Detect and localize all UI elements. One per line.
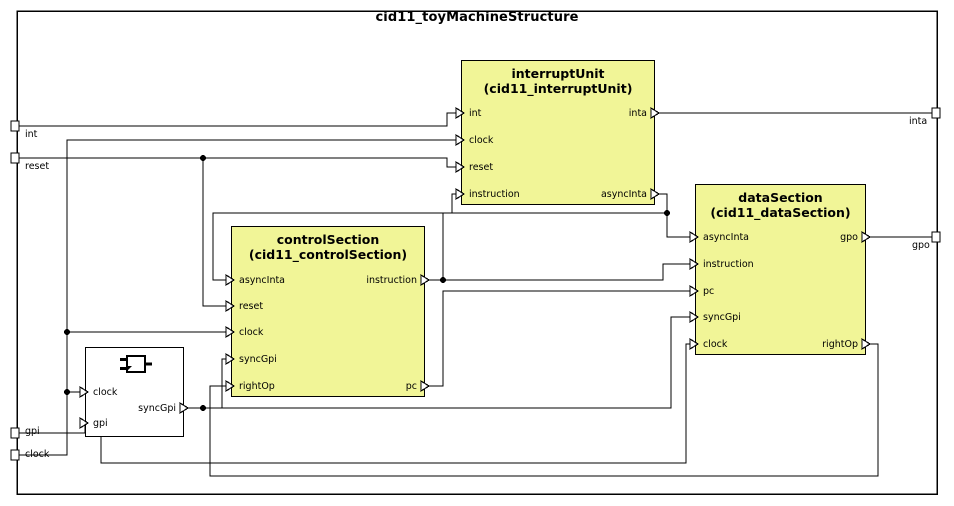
block-data-section[interactable]: dataSection (cid11_dataSection) asyncInt… — [695, 184, 866, 355]
block-control-section-title: controlSection (cid11_controlSection) — [232, 227, 424, 262]
control-section-out-pc: pc — [405, 381, 417, 392]
interrupt-unit-title-line1: interruptUnit — [511, 66, 605, 81]
data-section-in-asyncinta: asyncInta — [703, 232, 750, 243]
data-section-in-clock: clock — [703, 339, 728, 350]
frame-port-inta: inta — [909, 116, 928, 127]
frame-port-gpo: gpo — [912, 240, 930, 251]
control-section-in-clock: clock — [239, 327, 264, 338]
data-section-in-instruction: instruction — [703, 259, 754, 270]
data-section-in-syncgpi: syncGpi — [703, 312, 741, 323]
control-section-title-line2: (cid11_controlSection) — [248, 247, 408, 262]
control-section-in-asyncinta: asyncInta — [239, 275, 286, 286]
block-syncgpi-register[interactable]: clock gpi syncGpi — [85, 347, 184, 437]
syncgpi-register-in-gpi: gpi — [93, 418, 108, 429]
interrupt-unit-in-clock: clock — [469, 135, 494, 146]
block-data-section-title: dataSection (cid11_dataSection) — [696, 185, 865, 220]
syncgpi-register-in-clock: clock — [93, 387, 118, 398]
frame-port-reset: reset — [25, 161, 50, 172]
interrupt-unit-in-int: int — [469, 108, 482, 119]
control-section-in-reset: reset — [239, 301, 264, 312]
interrupt-unit-out-asyncinta: asyncInta — [600, 189, 647, 200]
frame-port-gpi: gpi — [25, 426, 40, 437]
interrupt-unit-in-reset: reset — [469, 162, 494, 173]
block-control-section[interactable]: controlSection (cid11_controlSection) as… — [231, 226, 425, 397]
frame-port-int: int — [25, 129, 38, 140]
data-section-in-pc: pc — [703, 286, 715, 297]
data-section-out-rightop: rightOp — [822, 339, 858, 350]
interrupt-unit-out-inta: inta — [628, 108, 647, 119]
interrupt-unit-in-instruction: instruction — [469, 189, 520, 200]
control-section-in-rightop: rightOp — [239, 381, 275, 392]
frame-port-clock: clock — [25, 449, 50, 460]
block-interrupt-unit-title: interruptUnit (cid11_interruptUnit) — [462, 61, 654, 96]
data-section-title-line1: dataSection — [738, 190, 823, 205]
block-interrupt-unit[interactable]: interruptUnit (cid11_interruptUnit) int … — [461, 60, 655, 205]
control-section-title-line1: controlSection — [276, 232, 380, 247]
interrupt-unit-title-line2: (cid11_interruptUnit) — [483, 81, 633, 96]
register-flipflop-icon — [120, 355, 152, 373]
syncgpi-register-out-syncgpi: syncGpi — [138, 403, 176, 414]
data-section-title-line2: (cid11_dataSection) — [710, 205, 851, 220]
control-section-in-syncgpi: syncGpi — [239, 354, 277, 365]
page-title: cid11_toyMachineStructure — [375, 10, 579, 25]
data-section-out-gpo: gpo — [840, 232, 858, 243]
control-section-out-instruction: instruction — [366, 275, 417, 286]
